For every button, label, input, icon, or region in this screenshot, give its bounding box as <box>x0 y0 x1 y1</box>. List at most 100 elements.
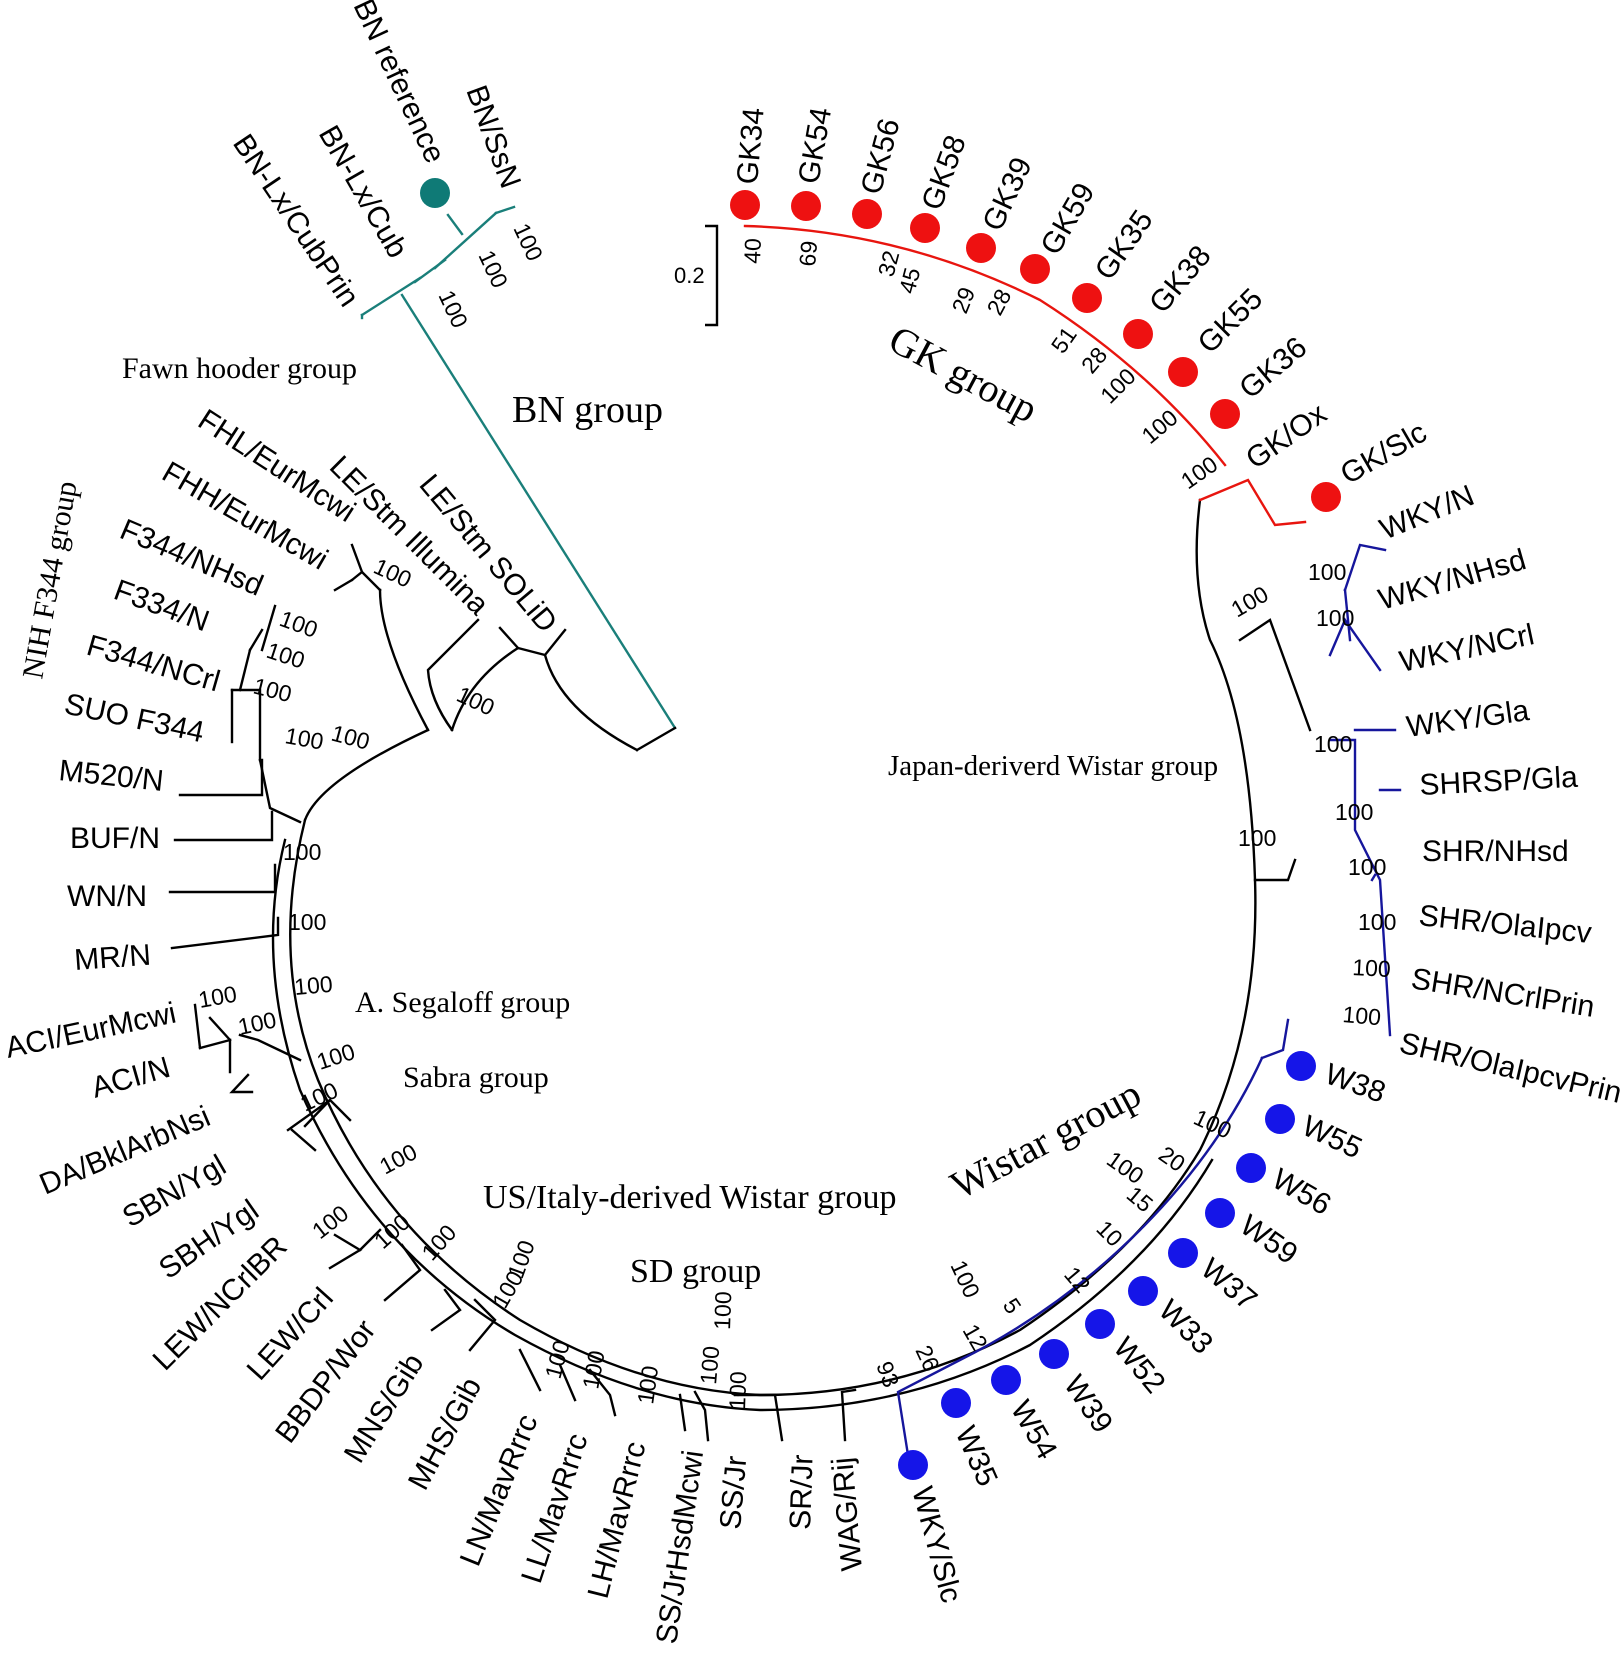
wistar-group-label: Wistar group <box>943 1070 1148 1208</box>
root-link <box>635 726 677 752</box>
aci-n-branch <box>208 1016 232 1042</box>
bn-ssn-branch <box>494 205 516 215</box>
boot-buf: 100 <box>283 839 321 865</box>
le-illumina-branch <box>498 626 520 650</box>
boot-shr-d: 100 <box>1348 854 1386 880</box>
boot-us-it: 100 <box>502 1237 540 1282</box>
gk-group-label: GK group <box>882 316 1045 431</box>
lh-node <box>588 1368 617 1417</box>
w39-marker <box>1039 1339 1069 1369</box>
tip-buf: BUF/N <box>70 822 160 855</box>
wistar-arc <box>896 1056 1264 1457</box>
tip-wag: WAG/Rij <box>826 1456 869 1572</box>
ss-node <box>693 1390 710 1442</box>
tip-sr-jr: SR/Jr <box>784 1454 820 1530</box>
boot-gk38: 51 <box>1046 322 1082 358</box>
segaloff-group-label: A. Segaloff group <box>355 986 570 1019</box>
f344-nhsd-branch <box>260 604 277 652</box>
f344-stem <box>258 758 302 824</box>
wky-ncrl-node <box>1328 617 1382 672</box>
boot-gk59: 29 <box>947 283 981 316</box>
wistar-branches <box>896 543 1402 1457</box>
tip-aci-n: ACI/N <box>88 1051 174 1105</box>
lew-crl-branch <box>358 1228 382 1252</box>
gk36-marker <box>1210 399 1240 429</box>
boot-shr-c: 100 <box>1358 909 1396 935</box>
da-branch <box>229 1073 254 1094</box>
boot-gk-slc: 100 <box>1137 404 1183 449</box>
fh-inner <box>378 588 430 732</box>
boot-mr: 100 <box>293 971 333 1000</box>
w55-marker <box>1265 1104 1295 1134</box>
tip-wky-nhsd: WKY/NHsd <box>1375 543 1530 617</box>
boot-sabra: 100 <box>375 1138 421 1179</box>
boot-mns: 100 <box>416 1219 461 1265</box>
boot-gk35: 28 <box>981 285 1016 320</box>
wn-branch <box>168 863 277 894</box>
tip-wky-n: WKY/N <box>1375 479 1479 546</box>
scale-bar-line <box>705 224 719 327</box>
wag-branch <box>840 1388 857 1442</box>
tip-shr-nhsd: SHR/NHsd <box>1422 835 1569 868</box>
w52-marker <box>1085 1309 1115 1339</box>
fhl-branch <box>350 543 364 574</box>
boot-w59: 15 <box>1122 1181 1158 1217</box>
scale-bar: 0.2 <box>674 224 719 327</box>
boot-f344-c: 100 <box>251 673 295 708</box>
tip-lh: LH/MavRrrc <box>582 1438 653 1601</box>
w59-marker <box>1205 1198 1235 1228</box>
le-subtree <box>450 646 547 732</box>
sd-group-label: SD group <box>630 1253 761 1290</box>
shr-clade <box>1328 738 1392 1037</box>
group-labels: BN group Fawn hooder group NIH F344 grou… <box>16 316 1218 1290</box>
boot-w38: 100 <box>1190 1104 1236 1144</box>
gk-markers <box>730 190 1341 512</box>
gk34-marker <box>730 190 760 220</box>
tip-gk39: GK39 <box>976 152 1038 235</box>
bn-reference-marker <box>420 178 450 208</box>
boot-jp2: 100 <box>1227 581 1273 623</box>
w38-marker <box>1286 1051 1316 1081</box>
ln-branch <box>518 1348 542 1392</box>
boot-sd: 100 <box>709 1291 736 1330</box>
bn-node-3 <box>433 211 498 270</box>
sabra-group-label: Sabra group <box>403 1061 549 1094</box>
tip-w59: W59 <box>1234 1209 1303 1271</box>
boot-ss2: 100 <box>724 1371 751 1410</box>
segaloff-link <box>238 1033 302 1062</box>
tip-shr-olaipcvprin: SHR/OlaIpcvPrin <box>1396 1027 1621 1110</box>
scale-bar-label: 0.2 <box>674 263 705 288</box>
tip-mhs: MHS/Gib <box>402 1372 488 1495</box>
m520-branch <box>178 758 264 797</box>
boot-wn: 100 <box>288 909 326 935</box>
bootstrap-values: 100 100 100 100 100 100 100 100 100 100 … <box>196 219 1396 1410</box>
tip-w55: W55 <box>1297 1109 1367 1165</box>
tip-ssjrhsd: SS/JrHsdMcwi <box>650 1448 710 1646</box>
shr-node-a <box>1370 873 1377 882</box>
boot-shr-a: 100 <box>1342 1001 1382 1030</box>
aci-node <box>198 1038 232 1074</box>
w56-marker <box>1236 1153 1266 1183</box>
tip-gk34: GK34 <box>731 106 771 185</box>
tip-w35: W35 <box>949 1421 1004 1491</box>
tip-gk36: GK36 <box>1233 331 1313 406</box>
fhh-branch <box>333 578 354 592</box>
gk39-marker <box>966 233 996 263</box>
boot-wky-gla: 100 <box>1314 731 1352 757</box>
w37-marker <box>1168 1238 1198 1268</box>
tip-bn-ssn: BN/SsN <box>459 81 526 193</box>
bn-reference-branch <box>446 213 464 236</box>
boot-sbn: 100 <box>296 1077 342 1117</box>
wky-nhsd-node <box>1343 588 1352 642</box>
gk38-marker <box>1123 319 1153 349</box>
tip-w39: W39 <box>1057 1369 1119 1439</box>
tip-wn: WN/N <box>67 880 147 913</box>
gk55-marker <box>1168 357 1198 387</box>
boot-le-fh: 100 <box>329 720 373 755</box>
tip-wky-slc: WKY/Slc <box>905 1483 968 1606</box>
w54-marker <box>991 1365 1021 1395</box>
sbh-branch <box>328 1098 352 1122</box>
tip-ss-jr: SS/Jr <box>714 1455 753 1531</box>
boot-m520: 100 <box>283 722 325 754</box>
gk-branches <box>743 224 1307 527</box>
